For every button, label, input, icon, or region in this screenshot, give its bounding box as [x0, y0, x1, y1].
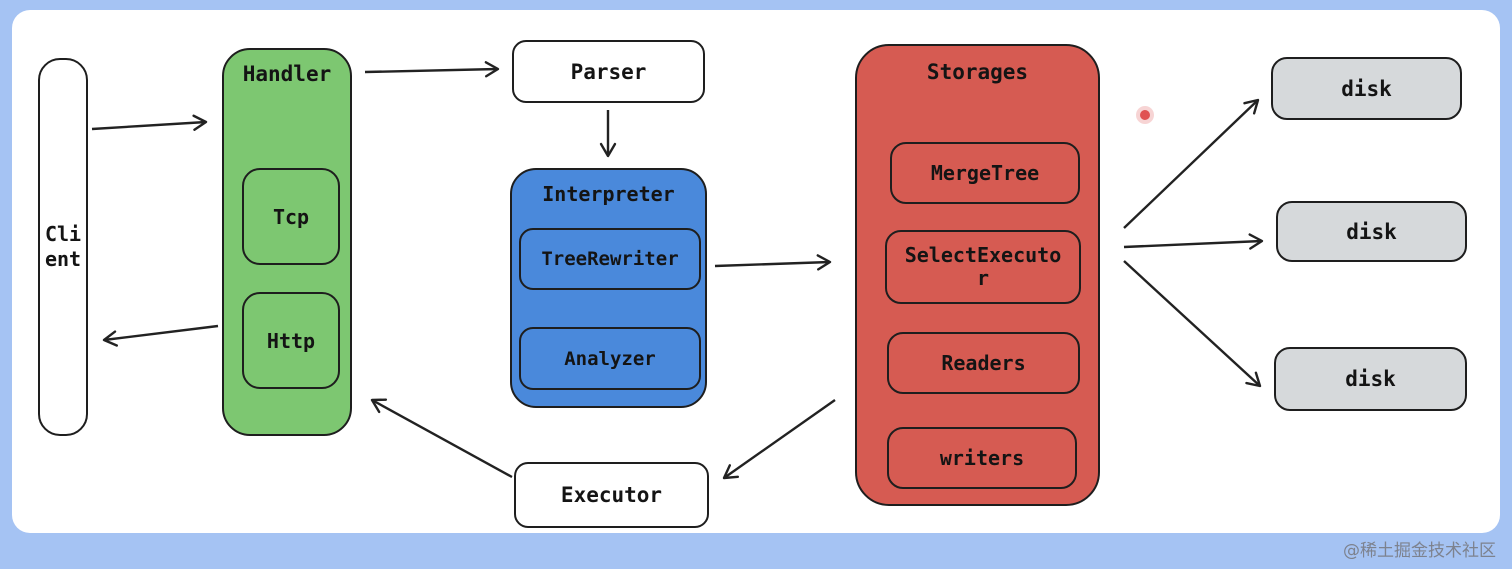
storages-label: Storages [926, 60, 1029, 84]
client-node: Client [38, 58, 88, 436]
disk-label-3: disk [1345, 367, 1396, 391]
analyzer-node: Analyzer [519, 327, 701, 390]
readers-label: Readers [941, 351, 1026, 375]
watermark-text: @稀土掘金技术社区 [1343, 541, 1496, 561]
tree-rewriter-node: TreeRewriter [519, 228, 701, 290]
analyzer-label: Analyzer [564, 347, 656, 370]
storages-node: Storages MergeTree SelectExecutor Reader… [855, 44, 1100, 506]
client-label: Client [44, 222, 82, 271]
interpreter-label: Interpreter [542, 182, 675, 206]
select-executor-label: SelectExecutor [904, 243, 1062, 290]
tcp-node: Tcp [242, 168, 340, 265]
executor-node: Executor [514, 462, 709, 528]
parser-node: Parser [512, 40, 705, 103]
tree-rewriter-label: TreeRewriter [541, 248, 679, 270]
disk-node-1: disk [1271, 57, 1462, 120]
merge-tree-label: MergeTree [930, 161, 1040, 185]
tcp-label: Tcp [272, 204, 310, 229]
disk-label-2: disk [1346, 219, 1397, 244]
disk-node-3: disk [1274, 347, 1467, 411]
http-node: Http [242, 292, 340, 389]
parser-label: Parser [570, 59, 647, 84]
interpreter-node: Interpreter TreeRewriter Analyzer [510, 168, 707, 408]
executor-label: Executor [560, 483, 663, 507]
cursor-pointer-dot [1140, 110, 1150, 120]
writers-node: writers [887, 427, 1077, 489]
disk-node-2: disk [1276, 201, 1467, 262]
http-label: Http [266, 328, 316, 353]
handler-node: Handler Tcp Http [222, 48, 352, 436]
handler-label: Handler [242, 62, 332, 86]
disk-label-1: disk [1341, 76, 1392, 101]
readers-node: Readers [887, 332, 1080, 394]
writers-label: writers [939, 446, 1025, 470]
merge-tree-node: MergeTree [890, 142, 1080, 204]
select-executor-node: SelectExecutor [885, 230, 1081, 304]
